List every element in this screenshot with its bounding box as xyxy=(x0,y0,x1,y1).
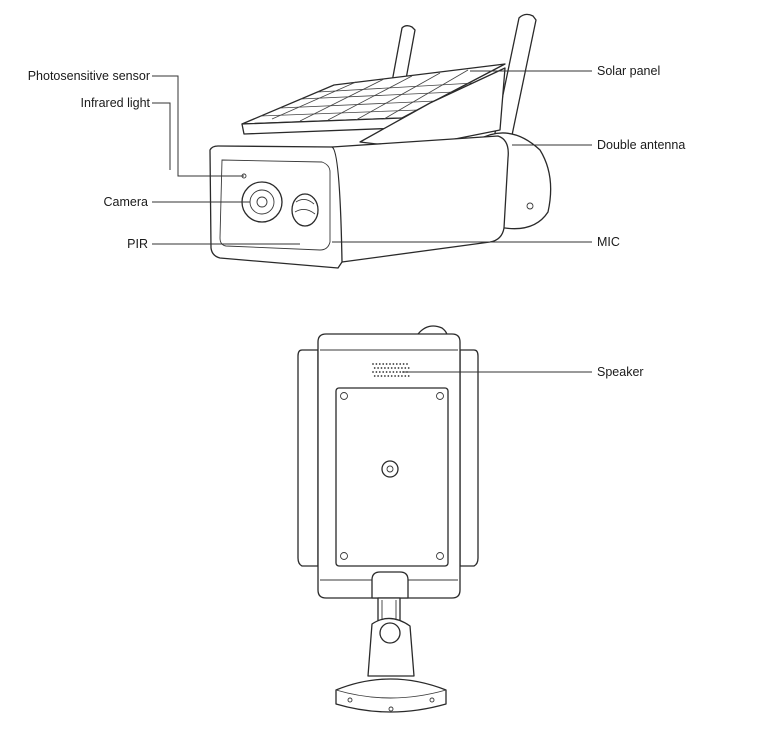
speaker-hole xyxy=(404,375,407,377)
solar-panel xyxy=(241,63,506,149)
speaker-hole xyxy=(397,367,400,369)
speaker-hole xyxy=(390,375,393,377)
speaker-hole xyxy=(407,367,410,369)
speaker-hole xyxy=(377,375,379,377)
speaker-hole xyxy=(378,363,381,365)
speaker-hole xyxy=(377,367,379,369)
label-mic: MIC xyxy=(597,235,620,249)
label-solar-panel: Solar panel xyxy=(597,64,660,78)
label-infrared-light: Infrared light xyxy=(81,96,151,110)
speaker-hole xyxy=(390,367,393,369)
labels: Photosensitive sensor Infrared light Cam… xyxy=(28,64,686,379)
speaker-hole xyxy=(387,375,390,377)
speaker-hole xyxy=(387,367,390,369)
speaker-hole xyxy=(401,375,403,377)
speaker-hole xyxy=(395,363,398,365)
speaker-hole xyxy=(380,375,383,377)
speaker-hole xyxy=(406,363,408,365)
speaker-hole xyxy=(399,363,402,365)
left-side-panel xyxy=(297,349,319,567)
speaker-hole xyxy=(372,363,374,365)
speaker-hole xyxy=(375,371,378,373)
speaker-hole xyxy=(394,375,396,377)
speaker-hole xyxy=(402,363,405,365)
speaker-hole xyxy=(384,375,386,377)
speaker-hole xyxy=(397,375,400,377)
speaker-hole xyxy=(395,371,398,373)
camera-side-view xyxy=(209,13,552,269)
label-pir: PIR xyxy=(127,237,148,251)
speaker-hole xyxy=(373,367,376,369)
back-plate xyxy=(335,387,449,567)
speaker-hole xyxy=(373,375,376,377)
speaker-hole xyxy=(385,363,388,365)
speaker-hole xyxy=(401,367,403,369)
speaker-hole xyxy=(380,367,383,369)
leader-lines xyxy=(152,70,592,373)
camera-back-view xyxy=(297,325,479,713)
label-photosensitive-sensor: Photosensitive sensor xyxy=(28,69,150,83)
left-antenna xyxy=(391,25,416,91)
speaker-hole xyxy=(382,363,385,365)
label-double-antenna: Double antenna xyxy=(597,138,685,152)
speaker-hole xyxy=(372,371,374,373)
speaker-hole xyxy=(407,375,410,377)
speaker-hole xyxy=(389,371,391,373)
speaker-hole xyxy=(389,363,391,365)
speaker-hole xyxy=(392,371,395,373)
right-side-panel xyxy=(459,349,479,567)
speaker-hole xyxy=(392,363,395,365)
speaker-hole xyxy=(384,367,386,369)
speaker-hole xyxy=(382,371,385,373)
speaker-hole xyxy=(378,371,381,373)
camera-body xyxy=(209,135,509,269)
label-camera: Camera xyxy=(104,195,149,209)
speaker-hole xyxy=(399,371,402,373)
pir-sensor xyxy=(291,193,319,227)
speaker-hole xyxy=(385,371,388,373)
speaker-hole xyxy=(394,367,396,369)
wall-mount xyxy=(335,571,447,713)
speaker-hole xyxy=(404,367,407,369)
label-speaker: Speaker xyxy=(597,365,644,379)
speaker-hole xyxy=(375,363,378,365)
speaker-grille xyxy=(372,363,410,377)
